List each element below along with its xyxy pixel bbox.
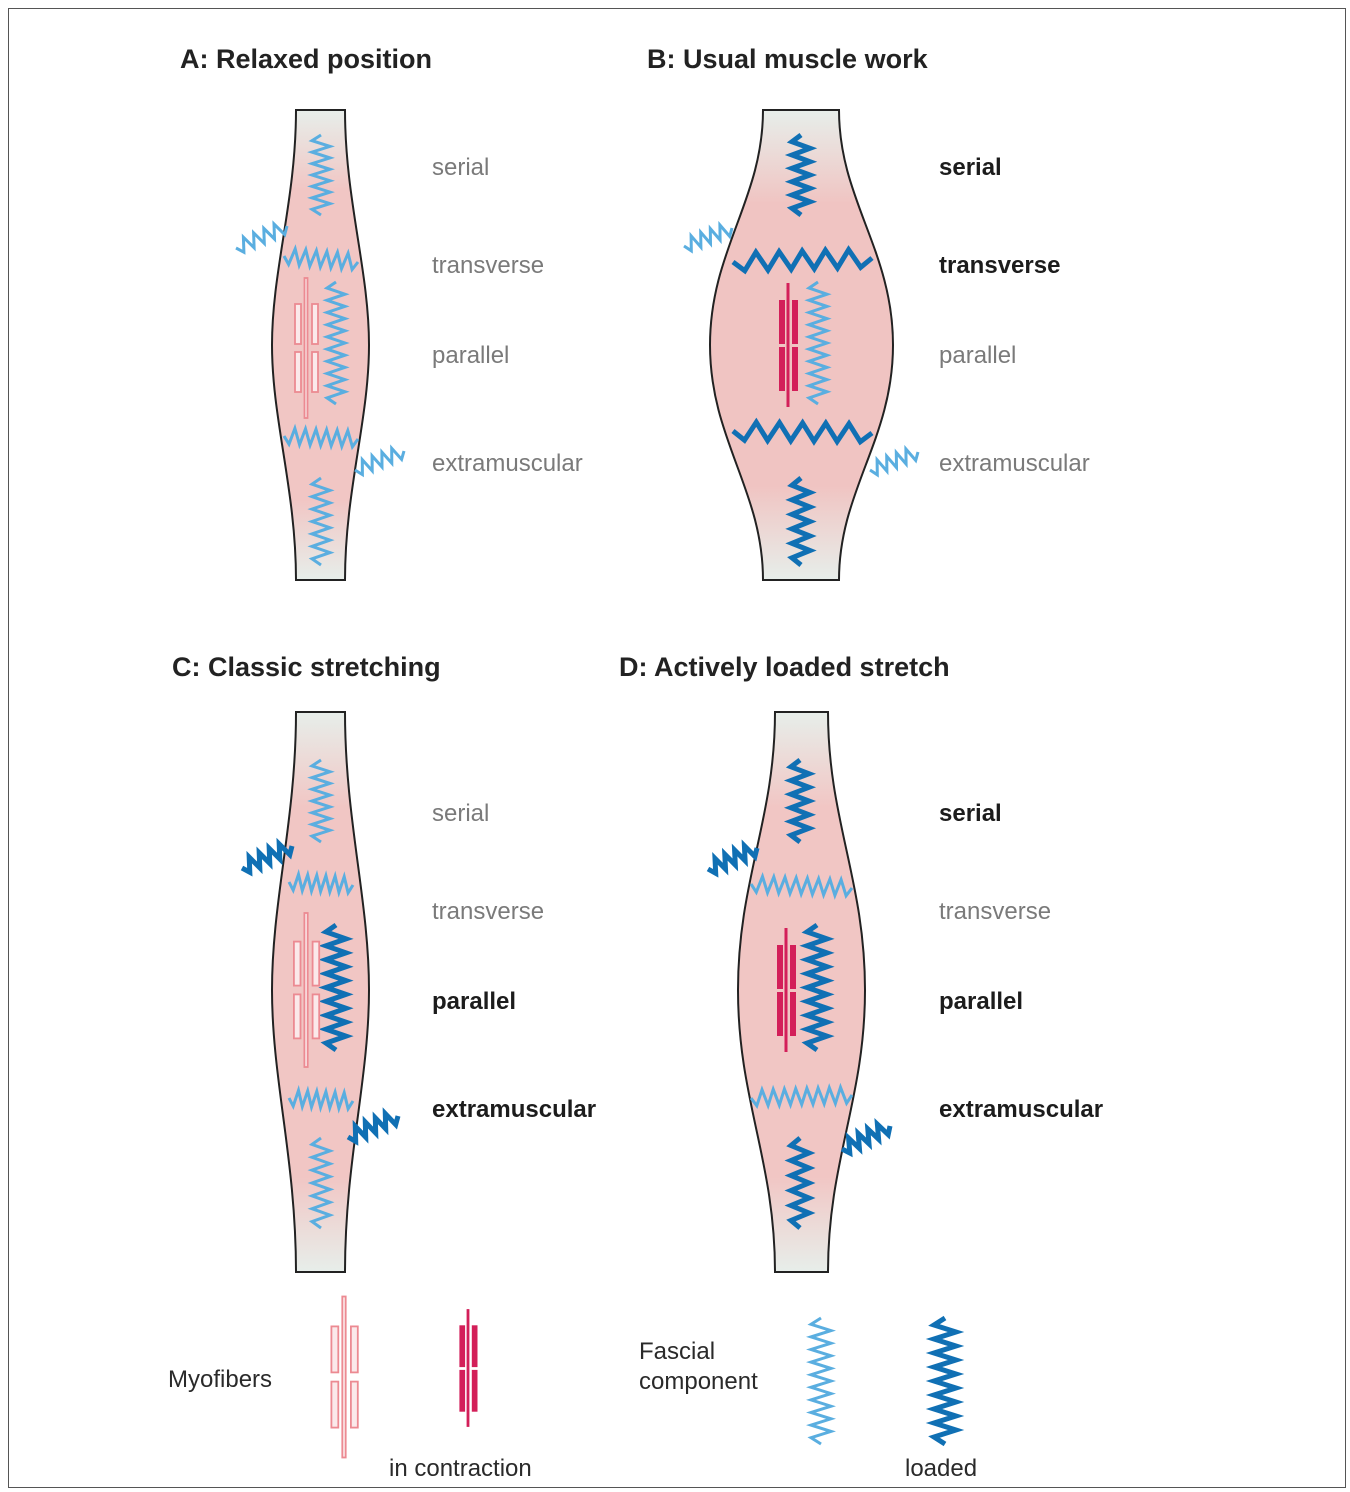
panel-a-label-serial: serial — [432, 154, 489, 181]
myofiber-band-lower-right — [313, 994, 320, 1038]
myofiber-band-lower-right — [790, 992, 796, 1036]
legend-fascial-label-line2: component — [639, 1368, 758, 1395]
myofiber-band-lower-right — [351, 1382, 358, 1428]
panel-a-label-extramuscular: extramuscular — [432, 450, 583, 477]
legend-fascial-label-line1: Fascial — [639, 1338, 715, 1365]
legend-fascial-spring-normal — [811, 1318, 831, 1444]
panel-d-label-serial: serial — [939, 800, 1002, 827]
myofiber-z-line — [342, 1297, 345, 1458]
extramuscular-spring-top — [236, 224, 287, 252]
panel-c-title: C: Classic stretching — [172, 652, 441, 682]
myofiber-z-line — [467, 1309, 470, 1427]
myofiber-band-lower-left — [331, 1382, 338, 1428]
panel-a-label-transverse: transverse — [432, 252, 544, 279]
panel-c-label-transverse: transverse — [432, 898, 544, 925]
extramuscular-spring-bottom — [870, 449, 918, 475]
legend-myofiber-relaxed — [331, 1297, 357, 1458]
myofiber-z-line — [785, 928, 788, 1052]
myofiber-band-lower-right — [312, 352, 318, 392]
myofiber-band-upper-right — [790, 945, 796, 989]
panel-d-label-transverse: transverse — [939, 898, 1051, 925]
myofiber-band-lower-right — [792, 347, 798, 391]
myofiber-band-upper-right — [351, 1326, 358, 1372]
legend-loaded-label: loaded — [905, 1455, 977, 1482]
panel-c-label-serial: serial — [432, 800, 489, 827]
myofiber-band-lower-left — [459, 1370, 465, 1412]
myofiber-band-lower-right — [472, 1370, 478, 1412]
myofiber-band-upper-left — [459, 1325, 465, 1367]
extramuscular-spring-top — [684, 225, 732, 251]
myofiber-band-upper-left — [777, 945, 783, 989]
myofiber-band-lower-left — [295, 352, 301, 392]
myofiber-band-upper-left — [779, 300, 785, 344]
panel-c-label-extramuscular: extramuscular — [432, 1096, 596, 1123]
extramuscular-spring-top — [708, 846, 757, 874]
panel-a-muscle-body — [272, 110, 369, 580]
myofiber-band-lower-left — [779, 347, 785, 391]
myofiber-band-upper-right — [312, 304, 318, 344]
panel-c: C: Classic stretching serial transverse … — [172, 652, 596, 1272]
panel-a-label-parallel: parallel — [432, 342, 509, 369]
myofiber-band-upper-right — [472, 1325, 478, 1367]
myofiber-band-upper-right — [313, 942, 320, 986]
legend-myofiber-contracted — [459, 1309, 477, 1427]
myofiber-band-lower-left — [294, 994, 301, 1038]
panel-b-label-transverse: transverse — [939, 252, 1060, 279]
extramuscular-spring-bottom — [355, 448, 404, 474]
myofiber-band-upper-right — [792, 300, 798, 344]
myofiber-band-upper-left — [331, 1326, 338, 1372]
legend: Myofibers in contraction Fascial compone… — [168, 1297, 977, 1483]
myofiber-z-line — [304, 913, 307, 1067]
myofiber-band-upper-left — [295, 304, 301, 344]
panel-d-label-parallel: parallel — [939, 988, 1023, 1015]
panel-b-title: B: Usual muscle work — [647, 44, 929, 74]
legend-fascial-spring-loaded — [934, 1318, 956, 1444]
panel-b-label-serial: serial — [939, 154, 1002, 181]
extramuscular-spring-bottom — [842, 1124, 890, 1153]
legend-myofibers-label: Myofibers — [168, 1366, 272, 1393]
myofiber-z-line — [305, 278, 308, 418]
legend-in-contraction-label: in contraction — [389, 1455, 532, 1482]
panel-c-muscle-body — [272, 712, 369, 1272]
panel-b-label-extramuscular: extramuscular — [939, 450, 1090, 477]
panel-b-label-parallel: parallel — [939, 342, 1016, 369]
panel-d-title: D: Actively loaded stretch — [619, 652, 950, 682]
myofiber-band-lower-left — [777, 992, 783, 1036]
panel-c-label-parallel: parallel — [432, 988, 516, 1015]
panel-a-title: A: Relaxed position — [180, 44, 432, 74]
myofiber-z-line — [787, 283, 790, 407]
panel-a: A: Relaxed position serial transverse pa… — [180, 44, 583, 580]
panel-d: D: Actively loaded stretch serial transv… — [619, 652, 1103, 1272]
panel-d-label-extramuscular: extramuscular — [939, 1096, 1103, 1123]
myofiber-band-upper-left — [294, 942, 301, 986]
panel-b: B: Usual muscle work serial transverse p… — [647, 44, 1090, 580]
